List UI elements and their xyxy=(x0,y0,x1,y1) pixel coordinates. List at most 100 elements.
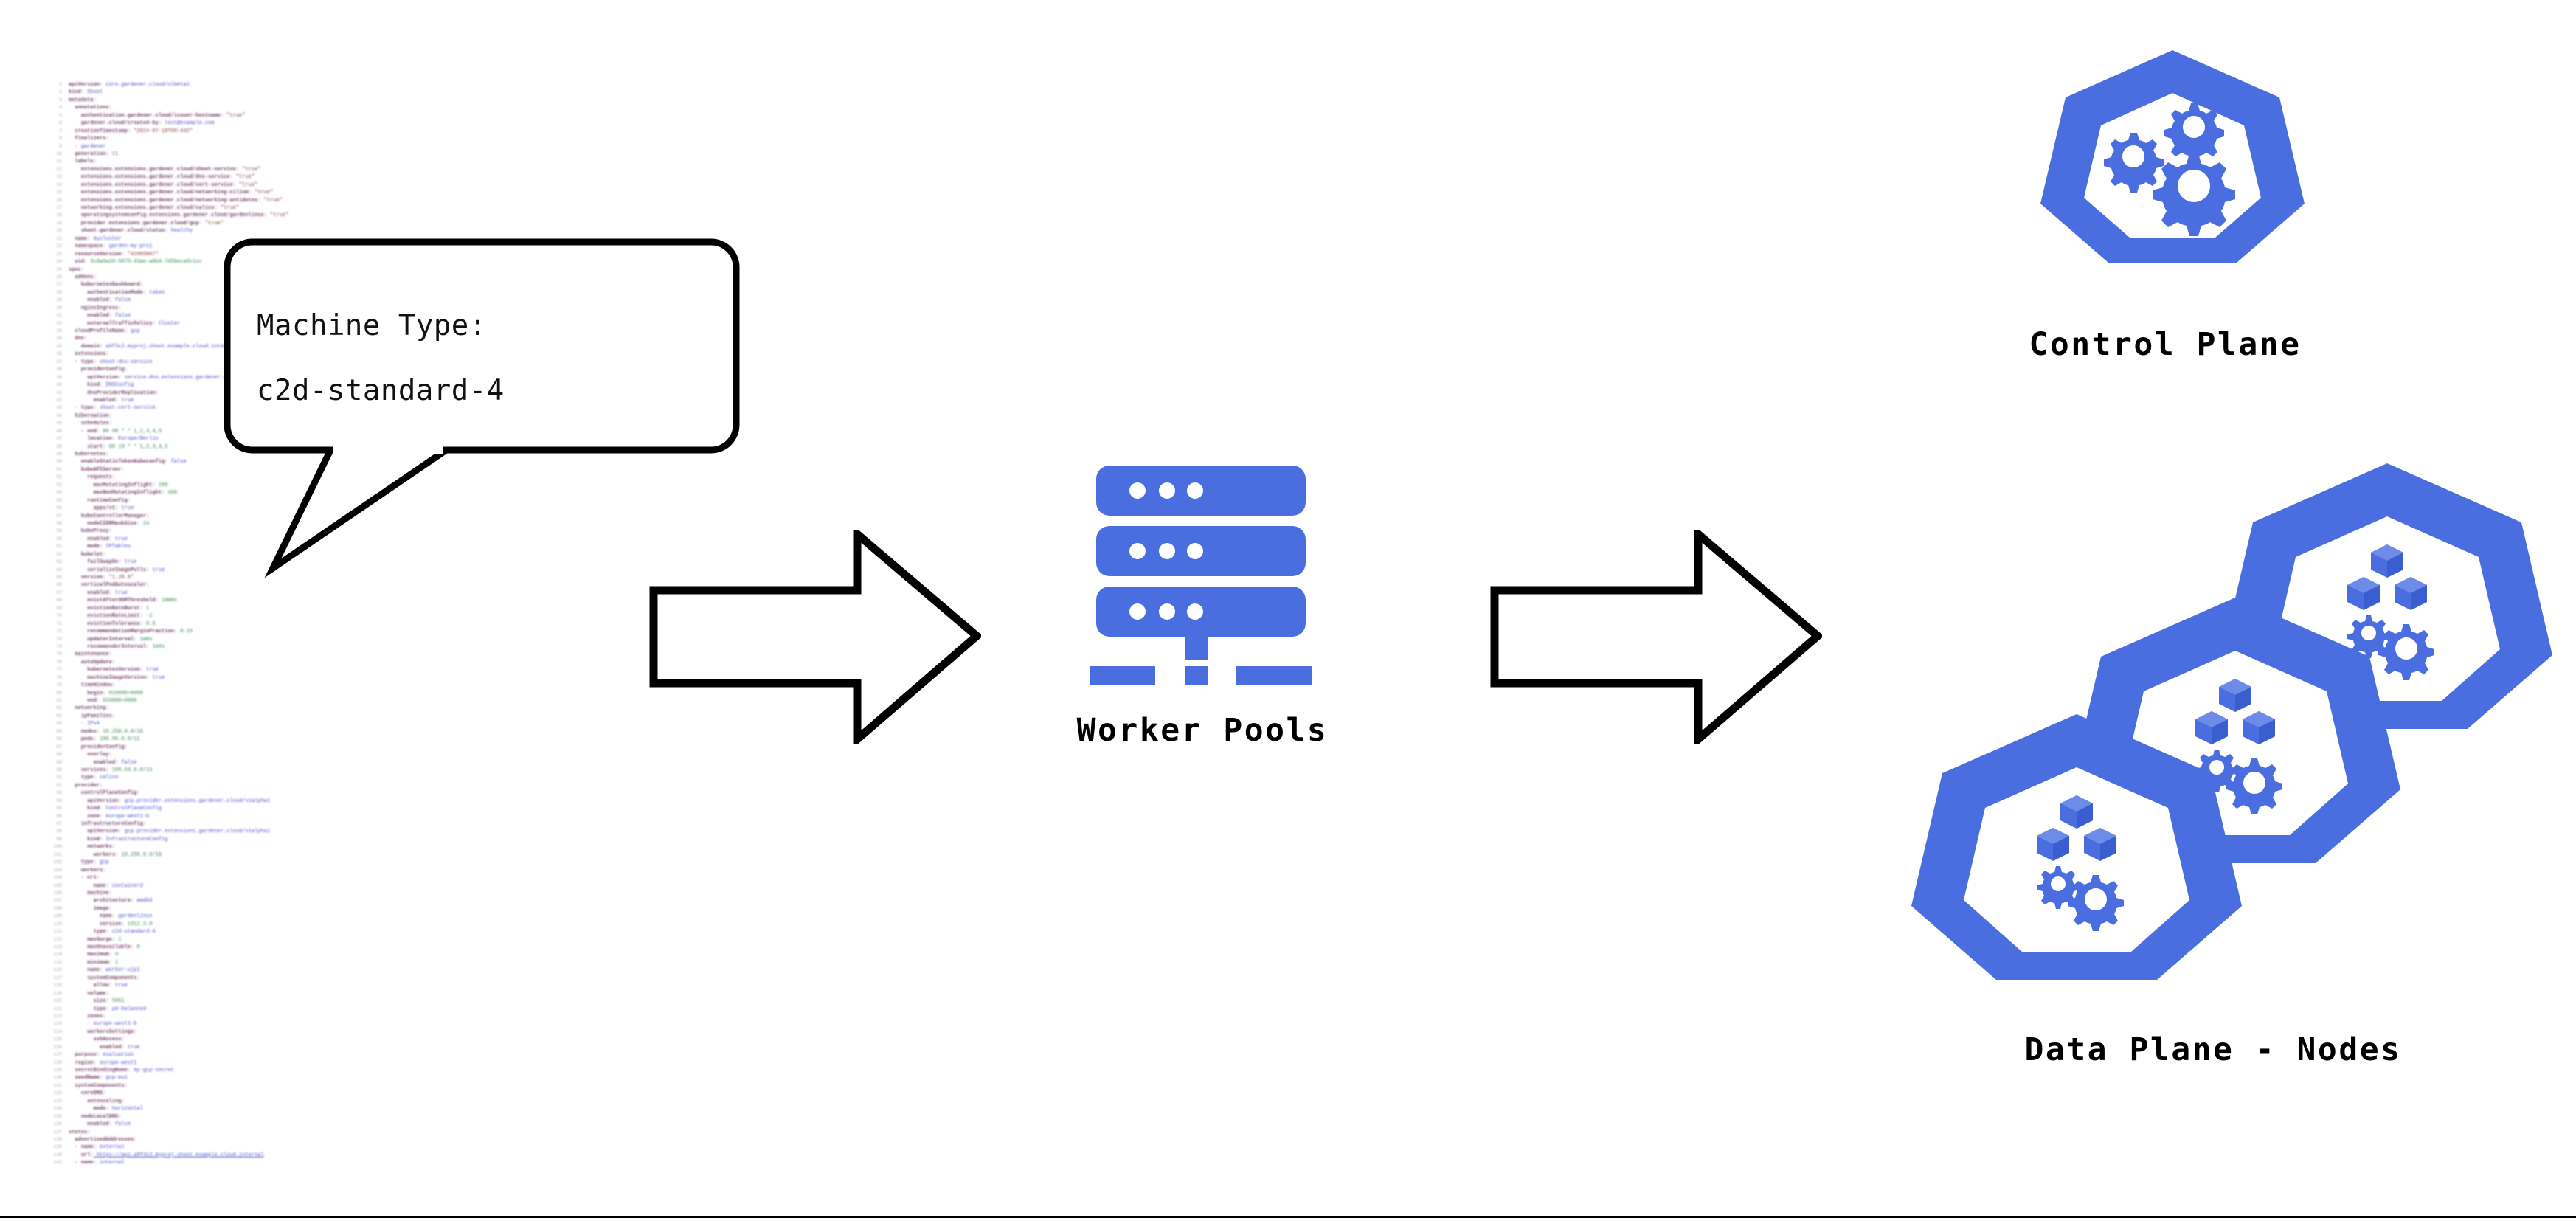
code-line-text: purpose: evaluation xyxy=(75,1052,134,1059)
code-line: 107 architecture: amd64 xyxy=(46,897,429,904)
code-line-number: 134 xyxy=(53,1106,62,1112)
code-line: 110 version: 1312.3.0 xyxy=(46,921,429,928)
code-line: 106 machine: xyxy=(46,890,429,897)
code-line-text: schedules: xyxy=(80,421,112,427)
code-line-number: 135 xyxy=(53,1113,62,1119)
code-line-number: 128 xyxy=(53,1059,62,1065)
code-line-text: kubeControllerManager: xyxy=(80,513,150,519)
code-line-number: 50 xyxy=(56,459,62,465)
code-line-text: name: worker-ujp1 xyxy=(87,967,140,974)
code-line-number: 118 xyxy=(53,983,62,989)
code-line: 66 verticalPodAutoscaler: xyxy=(46,581,429,589)
code-line: 5 authentication.gardener.cloud/issuer-h… xyxy=(46,112,429,120)
code-line: 116 name: worker-ujp1 xyxy=(46,966,429,974)
code-line: 62 kubelet: xyxy=(46,551,429,558)
code-line-text: recommenderInterval: 1m0s xyxy=(87,643,165,650)
code-line: 84 - IPv4 xyxy=(46,720,429,727)
code-line-text: machineImageVersion: true xyxy=(87,674,165,681)
code-line-text: enabled: false xyxy=(87,313,131,319)
code-line-number: 121 xyxy=(53,1006,62,1011)
code-line: 135 nodeLocalDNS: xyxy=(46,1113,429,1121)
gears-glyph xyxy=(2104,103,2235,236)
code-line-text: apiVersion: gcp.provider.extensions.gard… xyxy=(87,798,271,804)
code-line-number: 104 xyxy=(53,875,62,881)
code-line-text: overlay: xyxy=(87,752,112,758)
code-line-number: 47 xyxy=(56,436,62,442)
code-line-text: domain: a9f3c2.myproj.shoot.example.clou… xyxy=(80,343,236,350)
code-line-number: 130 xyxy=(53,1075,62,1081)
code-line-number: 108 xyxy=(53,905,62,911)
code-line-number: 133 xyxy=(53,1098,62,1104)
code-line-text: maxSurge: 1 xyxy=(87,936,122,943)
code-line: 37 - type: shoot-dns-service xyxy=(46,359,429,366)
code-line: 96 zone: europe-west1-b xyxy=(46,813,429,820)
code-line: 27 kubernetesDashboard: xyxy=(46,281,429,288)
code-line: 20 shoot.gardener.cloud/status: healthy xyxy=(46,227,429,235)
code-line-number: 62 xyxy=(56,551,62,557)
callout-text: Machine Type: c2d-standard-4 xyxy=(257,294,773,423)
code-line-number: 81 xyxy=(56,698,62,703)
code-line: 105 name: containerd xyxy=(46,882,429,890)
code-line: 44 hibernation: xyxy=(46,412,429,420)
code-line-text: ipFamilies: xyxy=(80,713,116,719)
code-line: 53 maxMutatingInflight: 200 xyxy=(46,482,429,489)
code-line-number: 132 xyxy=(53,1090,62,1096)
code-line-text: providerConfig: xyxy=(80,367,128,373)
code-line-text: apiVersion: gcp.provider.extensions.gard… xyxy=(87,829,271,835)
code-line-number: 4 xyxy=(59,105,62,111)
code-line-text: infrastructureConfig: xyxy=(80,821,147,827)
code-line: 29 enabled: false xyxy=(46,297,429,304)
code-line-number: 28 xyxy=(56,289,62,295)
code-line-number: 13 xyxy=(56,174,62,180)
code-line-number: 88 xyxy=(56,752,62,758)
code-line-number: 30 xyxy=(56,305,62,311)
code-line: 72 recommendationMarginFraction: 0.15 xyxy=(46,628,429,635)
code-line-text: type: calico xyxy=(80,775,119,781)
code-line-number: 43 xyxy=(56,405,62,411)
code-line: 15 extensions.extensions.gardener.cloud/… xyxy=(46,189,429,196)
code-line: 136 enabled: false xyxy=(46,1121,429,1128)
code-line: 54 maxNonMutatingInflight: 400 xyxy=(46,489,429,497)
code-line-number: 93 xyxy=(56,790,62,796)
code-line: 17 networking.extensions.gardener.cloud/… xyxy=(46,204,429,212)
code-line-text: mode: IPTables xyxy=(87,544,131,550)
code-line-number: 114 xyxy=(53,952,62,958)
code-line-number: 97 xyxy=(56,821,62,826)
code-line-number: 123 xyxy=(53,1021,62,1027)
code-line: 47 location: Europe/Berlin xyxy=(46,435,429,443)
code-line-number: 80 xyxy=(56,690,62,696)
code-line-text: url: https://api.a9f3c2.myproj.shoot.exa… xyxy=(80,1152,264,1158)
code-line-number: 21 xyxy=(56,235,62,241)
code-line-number: 99 xyxy=(56,836,62,842)
code-line-number: 61 xyxy=(56,544,62,550)
code-line-number: 86 xyxy=(56,736,62,742)
code-line-text: advertisedAddresses: xyxy=(75,1136,137,1143)
callout-bubble-shape xyxy=(224,238,740,578)
code-line-number: 56 xyxy=(56,505,62,511)
code-line: 130 seedName: gcp-eu1 xyxy=(46,1074,429,1082)
code-line-text: - name: external xyxy=(69,1144,125,1151)
code-line: 33 cloudProfileName: gcp xyxy=(46,328,429,335)
code-line-number: 6 xyxy=(59,120,62,126)
code-line-text: finalizers: xyxy=(75,136,109,142)
code-line: 57 kubeControllerManager: xyxy=(46,513,429,520)
code-line-text: enabled: true xyxy=(87,536,128,542)
code-line: 50 enableStaticTokenKubeconfig: false xyxy=(46,458,429,466)
code-line: 112 maxSurge: 1 xyxy=(46,936,429,944)
code-line-text: networking: xyxy=(75,705,109,712)
code-line: 86 pods: 100.96.0.0/11 xyxy=(46,736,429,743)
code-line-text: provider: xyxy=(75,782,103,789)
code-line-text: maintenance: xyxy=(75,651,112,658)
code-line-number: 87 xyxy=(56,744,62,750)
code-line: 21 name: mycluster xyxy=(46,235,429,243)
code-line-number: 49 xyxy=(56,452,62,457)
code-line-number: 107 xyxy=(53,898,62,904)
code-line-number: 17 xyxy=(56,205,62,210)
code-line-number: 32 xyxy=(56,320,62,326)
code-line: 41 dnsProviderReplication: xyxy=(46,390,429,397)
code-line: 131 systemComponents: xyxy=(46,1082,429,1090)
